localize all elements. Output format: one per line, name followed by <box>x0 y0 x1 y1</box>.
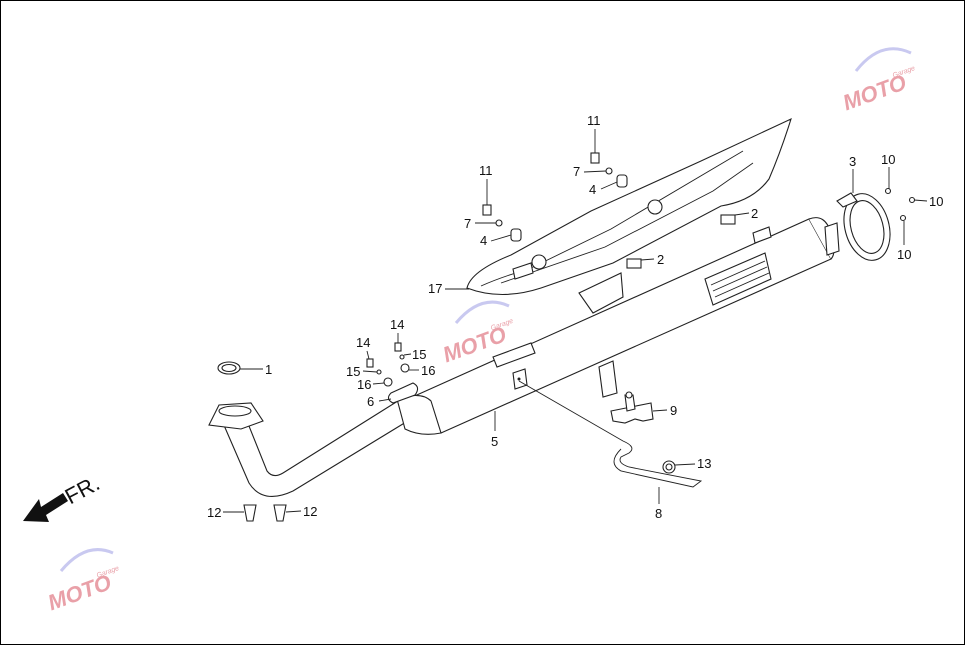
bolt-left <box>366 358 374 368</box>
callout-5: 5 <box>491 434 498 449</box>
svg-text:FR.: FR. <box>61 470 104 509</box>
callout-2-upper: 2 <box>751 206 758 221</box>
callout-13: 13 <box>697 456 711 471</box>
callout-14-right: 14 <box>390 317 404 332</box>
hanger-bracket <box>518 380 703 488</box>
collar-upper <box>616 174 628 188</box>
callout-14-left: 14 <box>356 335 370 350</box>
bolt-lower <box>482 204 492 216</box>
callout-16-right: 16 <box>421 363 435 378</box>
callout-15-left: 15 <box>346 364 360 379</box>
callout-6: 6 <box>367 394 374 409</box>
washer-left <box>376 369 382 375</box>
screw-top <box>884 187 892 195</box>
callout-9: 9 <box>670 403 677 418</box>
callout-10-right: 10 <box>929 194 943 209</box>
grommet-left <box>383 377 393 387</box>
svg-text:Garage: Garage <box>892 65 916 80</box>
watermark-bottom-left: MOTO Garage <box>44 548 120 615</box>
callout-3: 3 <box>849 154 856 169</box>
bolt-12-left <box>243 504 257 522</box>
callout-1: 1 <box>265 362 272 377</box>
callout-12-left: 12 <box>207 505 221 520</box>
muffler-bracket <box>387 382 419 404</box>
washer-right <box>399 354 405 360</box>
screw-right <box>908 196 916 204</box>
callout-10-top: 10 <box>881 152 895 167</box>
callout-10-bottom: 10 <box>897 247 911 262</box>
callout-4-upper: 4 <box>589 182 596 197</box>
muffler <box>397 217 840 434</box>
washer-lower <box>495 219 503 227</box>
callout-11-lower: 11 <box>479 163 493 178</box>
callout-4-lower: 4 <box>480 233 487 248</box>
front-direction-arrow: FR. <box>23 470 104 522</box>
callout-11-upper: 11 <box>587 113 601 128</box>
callout-17: 17 <box>428 281 442 296</box>
clip-upper <box>720 214 736 225</box>
rubber-mount <box>610 391 654 424</box>
callout-8: 8 <box>655 506 662 521</box>
clip-lower <box>626 258 642 269</box>
collar-lower <box>510 228 522 242</box>
exhaust-gasket-inner <box>221 363 237 373</box>
watermark-top-right: MOTO Garage <box>839 47 916 115</box>
callout-7-upper: 7 <box>573 164 580 179</box>
bolt-upper <box>590 152 600 164</box>
heat-shield <box>466 117 792 295</box>
screw-bottom <box>899 214 907 222</box>
exhaust-pipe <box>208 394 442 497</box>
callout-12-right: 12 <box>303 504 317 519</box>
callout-2-lower: 2 <box>657 252 664 267</box>
flange-nut-hole <box>665 463 673 471</box>
bolt-right <box>394 342 402 352</box>
callout-16-left: 16 <box>357 377 371 392</box>
leader-lines <box>223 129 928 513</box>
washer-upper <box>605 167 613 175</box>
callout-7-lower: 7 <box>464 216 471 231</box>
callout-15-right: 15 <box>412 347 426 362</box>
grommet-right <box>400 363 410 373</box>
muffler-end-cap <box>836 192 891 261</box>
bolt-12-right <box>273 504 287 522</box>
